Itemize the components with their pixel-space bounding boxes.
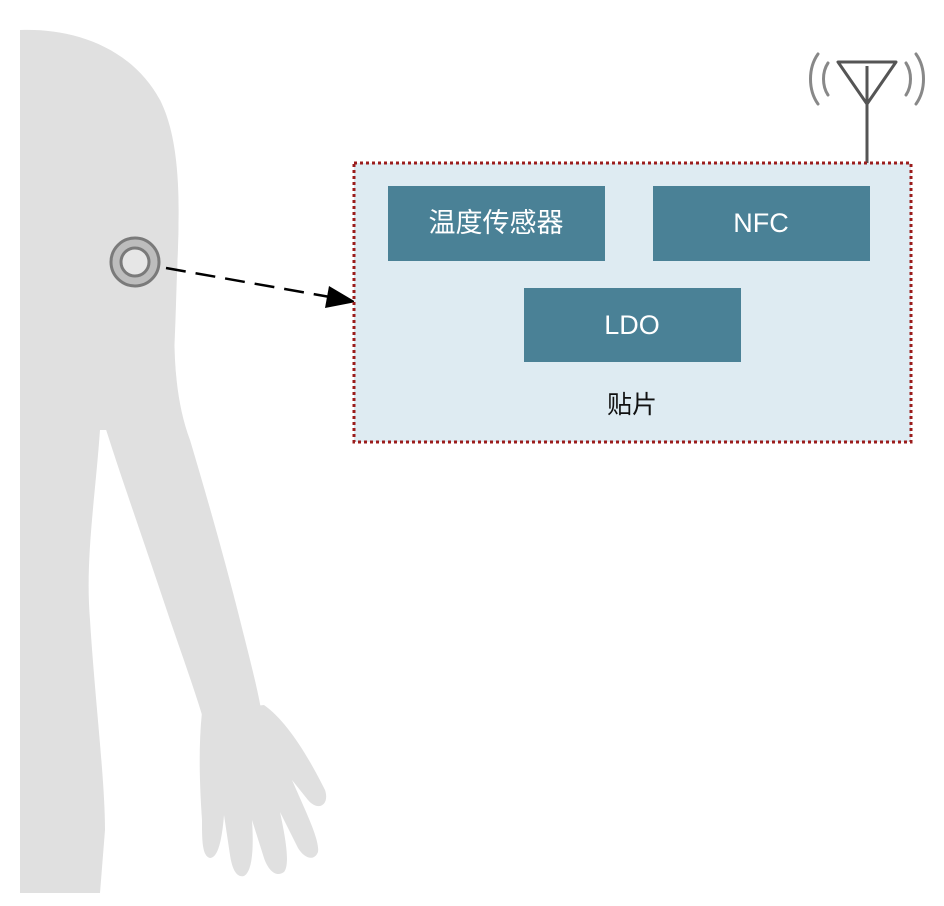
ldo-block [524,288,741,362]
nfc-label: NFC [733,208,789,238]
antenna-head [836,60,898,106]
ldo-label: LDO [604,310,660,340]
patch-caption: 贴片 [607,391,657,419]
zoom-arrow-line [165,266,331,299]
temp-sensor-label: 温度传感器 [429,208,564,238]
sensor-marker-inner-ring [119,246,151,278]
zoom-arrow-head [325,286,356,308]
temp-sensor-block [388,186,605,261]
sensor-marker-icon [109,236,161,288]
antenna-wave-right-outer [914,52,925,106]
antenna-icon [809,52,925,163]
arm-shape [65,100,262,725]
nfc-block [653,186,870,261]
antenna-wave-left-outer [809,52,820,106]
hand-shape [199,705,327,877]
human-silhouette [20,29,327,893]
zoom-arrow [165,266,356,308]
antenna-wave-right-inner [904,61,912,97]
antenna-wave-left-inner [822,61,830,97]
patch-box: 温度传感器 NFC LDO 贴片 [352,161,913,444]
